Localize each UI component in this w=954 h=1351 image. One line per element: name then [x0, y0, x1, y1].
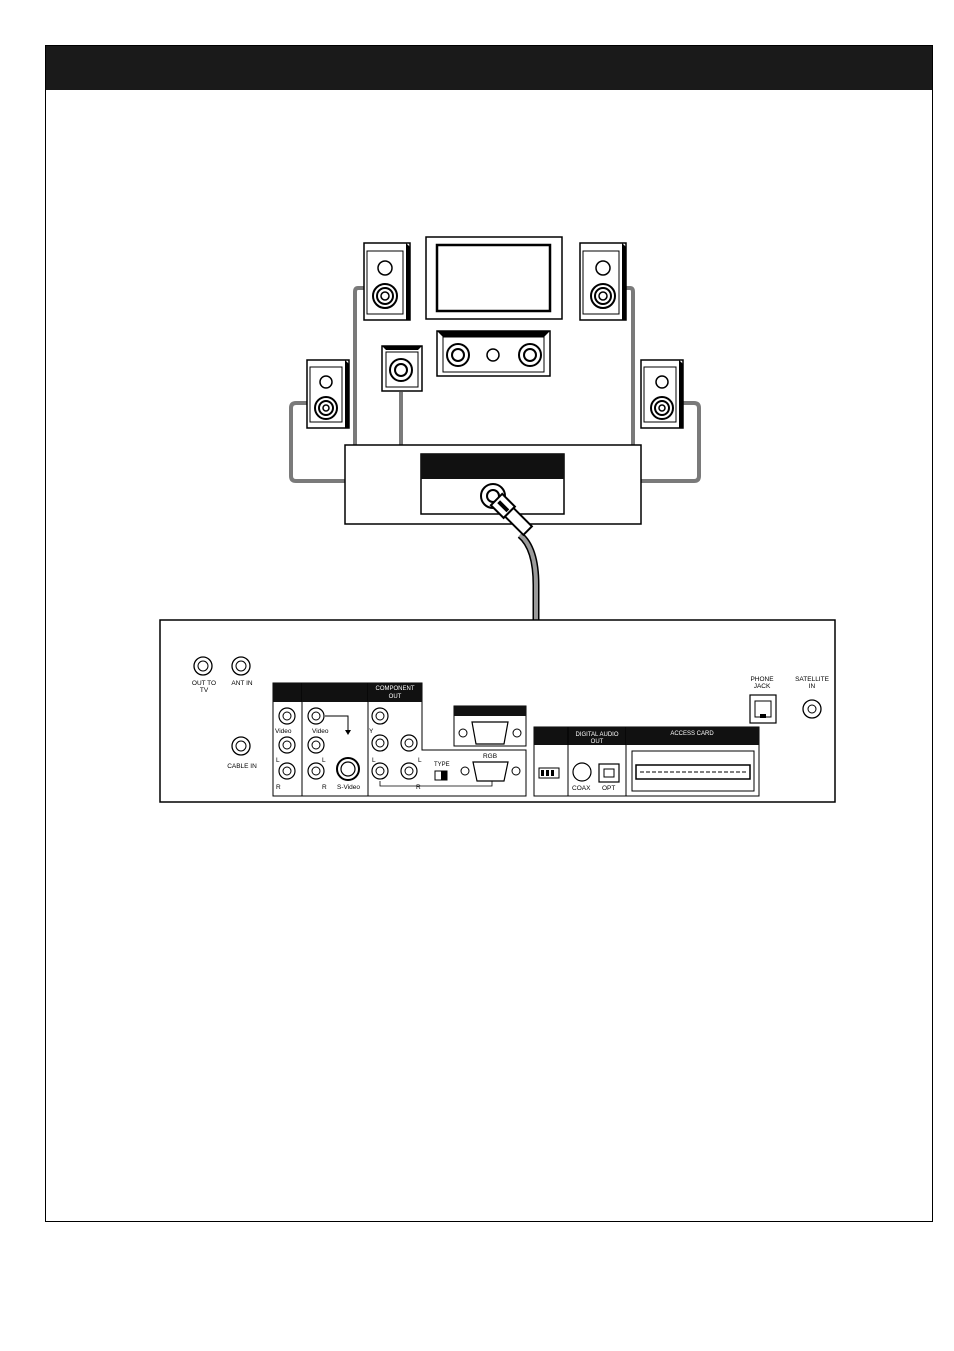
av1-r-label: R — [276, 784, 281, 791]
av2-l-label: L — [322, 757, 326, 764]
front-left-speaker — [363, 242, 411, 321]
av-out-1-group — [272, 682, 303, 797]
phone-jack-label-1: PHONE — [750, 676, 774, 683]
component-r-label: R — [416, 784, 421, 791]
access-card-slot-group — [625, 726, 760, 797]
rgb-port — [460, 761, 521, 782]
component-y-label: Y — [369, 728, 374, 735]
component-out-label-1: COMPONENT — [376, 686, 415, 692]
surround-left-speaker — [306, 359, 350, 429]
satellite-in-jack — [802, 699, 822, 719]
satellite-in-label-1: SATELLITE — [795, 676, 830, 683]
component-l2-label: L — [418, 757, 422, 764]
rgb-label: RGB — [483, 753, 497, 760]
out-to-tv-label-1: OUT TO — [192, 680, 216, 687]
cable-in-label: CABLE IN — [227, 763, 257, 770]
opt-label: OPT — [602, 785, 615, 792]
tv — [425, 236, 563, 320]
coax-label: COAX — [572, 785, 591, 792]
surround-right-speaker — [640, 359, 684, 429]
access-card-label: ACCESS CARD — [670, 731, 714, 737]
satellite-in-label-2: IN — [809, 683, 816, 690]
av-out-2-group — [301, 682, 369, 797]
digital-audio-out-label-2: OUT — [591, 739, 604, 745]
component-l-label: L — [372, 757, 376, 764]
type-label: TYPE — [434, 762, 450, 768]
ant-in-label: ANT IN — [231, 680, 252, 687]
data-port-group — [453, 705, 527, 747]
component-out-label-2: OUT — [389, 694, 402, 700]
page-frame — [45, 45, 933, 1222]
speaker-wires — [289, 286, 701, 483]
digital-audio-out-group — [533, 726, 627, 797]
av2-video-label: Video — [312, 728, 329, 735]
center-speaker — [436, 330, 551, 377]
subwoofer — [381, 345, 423, 392]
phone-jack-label-2: JACK — [754, 683, 771, 690]
ant-in-jack — [231, 656, 251, 676]
cable-in-jack — [231, 736, 251, 756]
cable-plug-top — [480, 483, 534, 537]
front-right-speaker — [579, 242, 627, 321]
av1-l-label: L — [276, 757, 280, 764]
phone-jack — [749, 694, 777, 724]
out-to-tv-jack — [193, 656, 213, 676]
title-bar — [46, 46, 932, 90]
receiver-rear-panel: OUT TO TV ANT IN CABLE IN Video L R — [159, 619, 836, 803]
out-to-tv-label-2: TV — [200, 687, 209, 694]
s-video-label: S-Video — [337, 784, 360, 791]
digital-audio-out-label-1: DIGITAL AUDIO — [575, 732, 618, 738]
av1-video-label: Video — [275, 728, 292, 735]
av2-r-label: R — [322, 784, 327, 791]
